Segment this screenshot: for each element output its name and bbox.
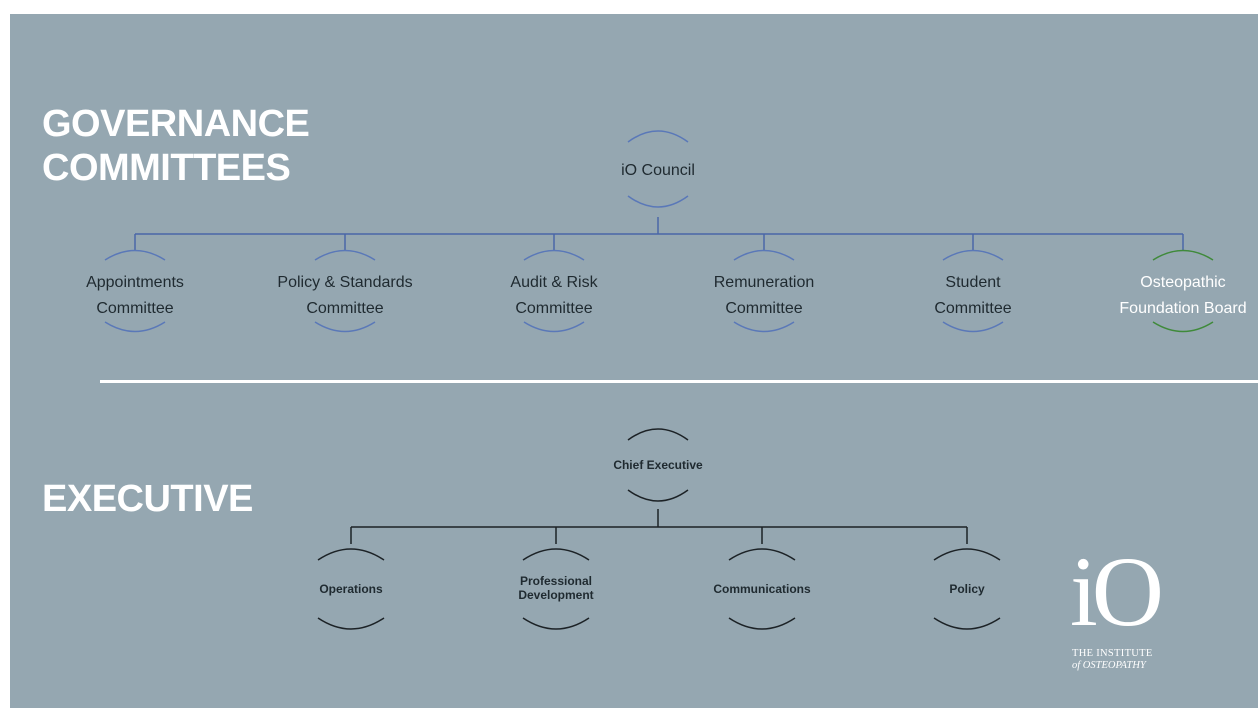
label-line-1: Appointments [86, 274, 184, 291]
communications-node-top-arc [728, 548, 796, 561]
council-node-top-arc [627, 130, 689, 143]
io-logo-mark: iO [1070, 536, 1164, 647]
label-line-2: Development [518, 588, 594, 602]
logo-text-line-1: THE INSTITUTE [1072, 648, 1153, 659]
label-line-1: Remuneration [713, 274, 815, 291]
governance-connectors [134, 217, 1184, 250]
chief-executive-label: Chief Executive [613, 458, 703, 472]
chief-executive-node-top-arc [627, 428, 689, 441]
label-line-1: Audit & Risk [510, 274, 598, 291]
label-line-1: Professional [519, 574, 593, 588]
remuneration-committee-label: Remuneration Committee [664, 270, 864, 322]
label-line-2: Committee [934, 300, 1012, 317]
remuneration-node-bottom-arc [733, 321, 795, 333]
osteopathic-foundation-node-bottom-arc [1152, 321, 1214, 333]
audit-risk-committee-label: Audit & Risk Committee [454, 270, 654, 322]
council-node-bottom-arc [627, 195, 689, 208]
label-line-2: Committee [515, 300, 593, 317]
governance-nodes [104, 130, 1214, 333]
executive-section-title: EXECUTIVE [42, 478, 253, 520]
remuneration-node-top-arc [733, 249, 795, 261]
council-node-label: iO Council [621, 162, 695, 179]
slide: GOVERNANCE COMMITTEES EXECUTIVE [10, 14, 1258, 708]
professional-development-node-bottom-arc [522, 617, 590, 630]
label-line-1: Communications [713, 582, 811, 596]
communications-node-bottom-arc [728, 617, 796, 630]
label-line-2: Committee [306, 300, 384, 317]
policy-standards-node-top-arc [314, 249, 376, 261]
institute-logo: iO THE INSTITUTE of OSTEOPATHY [1070, 542, 1210, 692]
audit-risk-node-bottom-arc [523, 321, 585, 333]
operations-label: Operations [281, 582, 421, 596]
governance-title-line-1: GOVERNANCE [42, 103, 310, 145]
label-line-1: Policy [949, 582, 985, 596]
governance-title-line-2: COMMITTEES [42, 147, 291, 189]
label-line-1: Student [945, 274, 1001, 291]
osteopathic-foundation-board-label: Osteopathic Foundation Board [1083, 270, 1258, 322]
policy-node-top-arc [933, 548, 1001, 561]
operations-node-top-arc [317, 548, 385, 561]
student-node-bottom-arc [942, 321, 1004, 333]
label-line-2: Committee [725, 300, 803, 317]
executive-nodes [317, 428, 1001, 630]
executive-connectors [350, 509, 968, 544]
policy-standards-node-bottom-arc [314, 321, 376, 333]
org-chart-diagram [104, 130, 1214, 630]
section-divider [100, 380, 1258, 383]
osteopathic-foundation-node-top-arc [1152, 249, 1214, 261]
appointments-node-top-arc [104, 249, 166, 261]
appointments-committee-label: Appointments Committee [35, 270, 235, 322]
label-line-1: Osteopathic [1140, 274, 1226, 291]
operations-node-bottom-arc [317, 617, 385, 630]
appointments-node-bottom-arc [104, 321, 166, 333]
label-line-2: Foundation Board [1119, 300, 1247, 317]
policy-node-bottom-arc [933, 617, 1001, 630]
professional-development-node-top-arc [522, 548, 590, 561]
logo-text-line-2: of OSTEOPATHY [1072, 660, 1146, 671]
governance-section-title: GOVERNANCE COMMITTEES [42, 102, 310, 190]
policy-standards-committee-label: Policy & Standards Committee [245, 270, 445, 322]
student-node-top-arc [942, 249, 1004, 261]
communications-label: Communications [692, 582, 832, 596]
chief-executive-node-bottom-arc [627, 489, 689, 502]
policy-label: Policy [897, 582, 1037, 596]
label-line-1: Policy & Standards [277, 274, 413, 291]
student-committee-label: Student Committee [873, 270, 1073, 322]
professional-development-label: Professional Development [486, 574, 626, 602]
audit-risk-node-top-arc [523, 249, 585, 261]
label-line-1: Operations [319, 582, 383, 596]
label-line-2: Committee [96, 300, 174, 317]
